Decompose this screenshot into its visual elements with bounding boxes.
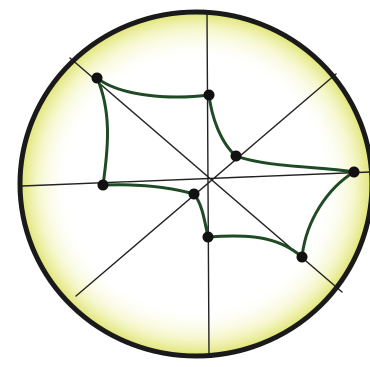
vertex-1 [92, 73, 103, 84]
vertex-4 [349, 167, 360, 178]
vertex-2 [204, 90, 215, 101]
vertex-3 [231, 151, 242, 162]
vertex-7 [189, 189, 200, 200]
vertex-8 [98, 180, 109, 191]
vertex-5 [297, 252, 308, 263]
vertex-6 [203, 232, 214, 243]
